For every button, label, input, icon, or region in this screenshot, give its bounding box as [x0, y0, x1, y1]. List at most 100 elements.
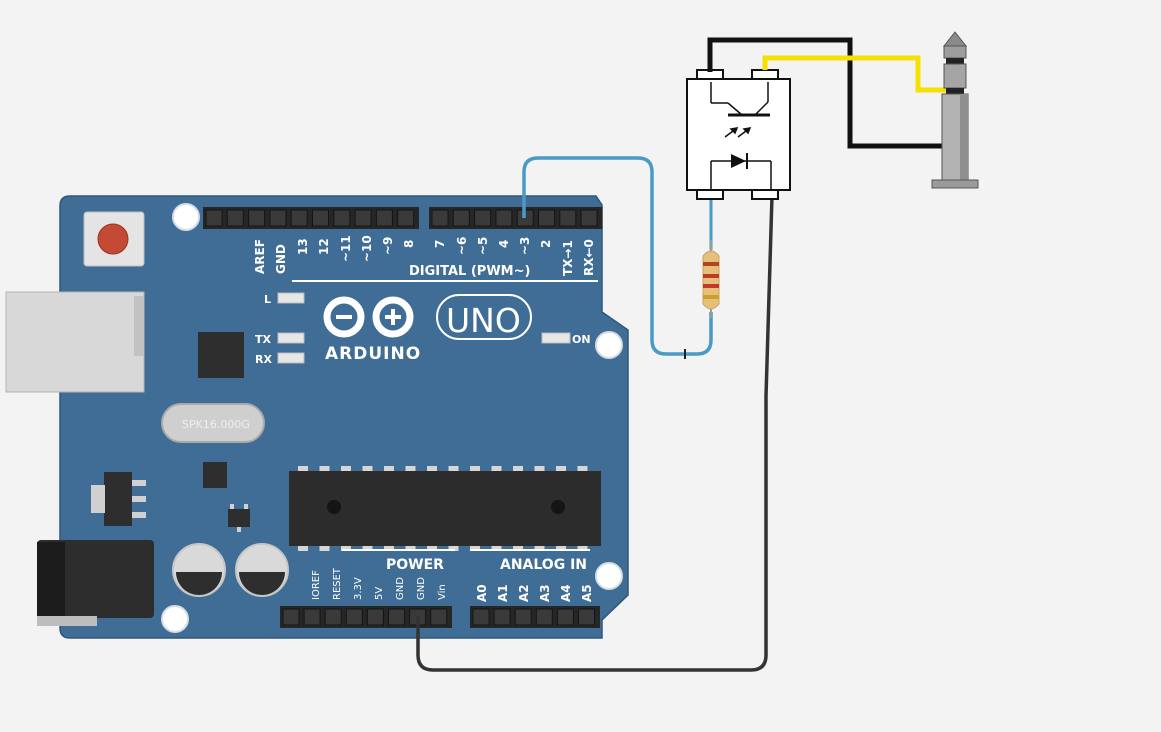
chip-pin — [405, 545, 416, 551]
crystal-oscillator — [161, 403, 265, 443]
logo-minus — [336, 315, 352, 319]
chip-pin — [319, 545, 330, 551]
led-label-rx: RX — [255, 353, 272, 366]
jack-base — [931, 179, 979, 189]
pin-label-5v: 5V — [374, 587, 385, 600]
chip-notch — [551, 500, 565, 514]
pin-label-a1: A1 — [496, 584, 510, 602]
crystal-label: SPK16.000G — [182, 418, 250, 431]
analog-header — [470, 606, 600, 628]
header-pin[interactable] — [397, 209, 415, 227]
ground-wire[interactable] — [416, 195, 774, 672]
header-pin[interactable] — [474, 209, 492, 227]
header-pin[interactable] — [388, 608, 405, 626]
pin-label-gnd-2: GND — [416, 577, 427, 600]
power-jack-base — [37, 616, 97, 626]
header-pin[interactable] — [430, 608, 448, 626]
regulator-pin — [132, 512, 146, 518]
pin-label-9: ~9 — [381, 237, 395, 255]
header-pin[interactable] — [282, 608, 300, 626]
audio-ground-wire[interactable] — [707, 37, 944, 149]
header-pin[interactable] — [324, 608, 342, 626]
header-pin[interactable] — [248, 209, 266, 227]
led-label-tx: TX — [255, 333, 272, 346]
chip-pin — [362, 466, 373, 472]
resistor-body — [702, 250, 720, 310]
signal-wire[interactable] — [522, 156, 713, 356]
chip-pin — [491, 545, 502, 551]
chip-pin — [384, 545, 394, 551]
capacitor — [235, 543, 289, 597]
header-pin[interactable] — [472, 608, 490, 626]
header-pin[interactable] — [493, 608, 511, 626]
header-pin[interactable] — [303, 608, 321, 626]
digital-header — [203, 207, 603, 229]
header-pin[interactable] — [580, 209, 598, 227]
logo-left-ring — [323, 296, 365, 338]
power-jack — [37, 540, 154, 618]
header-pin[interactable] — [205, 209, 223, 227]
header-pin[interactable] — [354, 209, 372, 227]
header-pin[interactable] — [559, 209, 577, 227]
pin-label-3v3: 3.3V — [353, 577, 364, 600]
voltage-regulator — [104, 472, 132, 526]
jack-tip-body — [943, 45, 967, 59]
resistor-band — [703, 284, 719, 288]
header-pin[interactable] — [452, 209, 470, 227]
chip-pin — [448, 545, 459, 551]
header-pin[interactable] — [578, 608, 595, 626]
pin-label-3: ~3 — [518, 237, 532, 255]
pin-label-10: ~10 — [360, 235, 374, 262]
header-pin[interactable] — [226, 209, 244, 227]
power-title: POWER — [386, 557, 444, 573]
logo-plus-v — [391, 309, 395, 325]
led-label-on: ON — [572, 333, 591, 346]
small-chip — [203, 462, 227, 488]
pin-label-aref: AREF — [253, 239, 267, 274]
power-jack-front — [37, 542, 65, 616]
header-base — [280, 606, 452, 628]
pin-label-a4: A4 — [559, 584, 573, 602]
usb-connector-shadow — [134, 296, 144, 356]
chip-pin — [298, 466, 308, 472]
regulator-tab — [91, 485, 105, 513]
header-pin[interactable] — [312, 209, 329, 227]
header-pin[interactable] — [535, 608, 553, 626]
analog-pin-labels: A0 A1 A2 A3 A4 A5 — [475, 584, 594, 602]
reset-button-cap[interactable] — [97, 223, 129, 255]
header-pin[interactable] — [495, 209, 513, 227]
chip-pin — [427, 545, 437, 551]
audio-signal-wire[interactable] — [762, 55, 948, 93]
pin-label-7: 7 — [433, 240, 447, 248]
chip-pin — [319, 466, 330, 472]
pin-label-a0: A0 — [475, 584, 489, 602]
pin-label-a2: A2 — [517, 584, 531, 602]
capacitor — [172, 543, 226, 597]
header-pin[interactable] — [556, 608, 574, 626]
header-pin[interactable] — [375, 209, 393, 227]
led-l — [277, 292, 305, 304]
arrow-head — [729, 127, 739, 135]
chip-pin — [448, 466, 459, 472]
chip-pin — [534, 545, 545, 551]
mounting-hole — [161, 605, 189, 633]
header-pin[interactable] — [366, 608, 384, 626]
header-pin[interactable] — [290, 209, 308, 227]
header-pin[interactable] — [538, 209, 555, 227]
pin-label-a3: A3 — [538, 584, 552, 602]
resistor — [702, 240, 720, 318]
chip-pin — [470, 466, 480, 472]
led-on — [541, 332, 571, 344]
chip-body — [289, 471, 601, 546]
chip-pin — [427, 466, 437, 472]
diode-icon — [731, 154, 746, 168]
chip-pin — [513, 545, 523, 551]
header-pin[interactable] — [431, 209, 449, 227]
header-pin[interactable] — [345, 608, 363, 626]
smd-pin — [230, 504, 234, 509]
header-pin[interactable] — [514, 608, 532, 626]
header-pin[interactable] — [269, 209, 287, 227]
regulator-pin — [132, 480, 146, 486]
header-pin[interactable] — [333, 209, 351, 227]
